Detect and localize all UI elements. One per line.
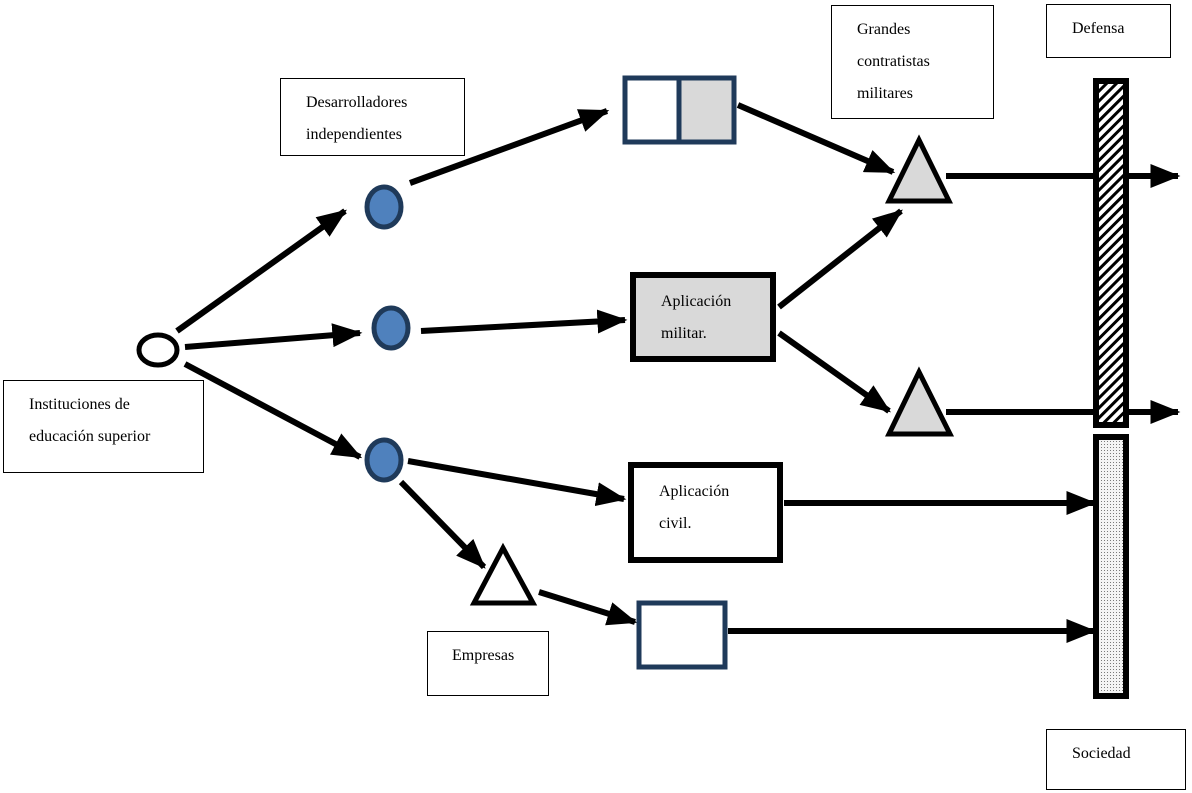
split-box-left xyxy=(622,75,682,145)
military-contractor-triangle-lower xyxy=(885,366,955,437)
society-label: Sociedad xyxy=(1046,729,1186,790)
higher-education-institutions-label: Instituciones de educación superior xyxy=(3,380,204,473)
military-application-text: Aplicación militar. xyxy=(661,293,732,342)
arrow-low-node-to-company-triangle xyxy=(398,479,487,570)
companies-label: Empresas xyxy=(427,631,549,696)
company-output-box xyxy=(636,600,728,670)
company-triangle xyxy=(469,542,538,606)
independent-developers-label: Desarrolladores independientes xyxy=(280,78,465,156)
arrow-military-app-to-upper-triangle xyxy=(777,208,903,310)
civil-application-text: Aplicación civil. xyxy=(659,483,730,532)
arrow-top-node-to-split-box xyxy=(408,108,610,186)
blue-node-bottom xyxy=(364,437,404,483)
arrow-military-app-to-lower-triangle xyxy=(777,330,891,414)
defense-label: Defensa xyxy=(1046,4,1171,58)
arrow-origin-to-top-node xyxy=(175,208,347,334)
split-box-right xyxy=(676,75,737,145)
arrow-company-triangle-to-small-box xyxy=(538,589,638,626)
arrow-split-box-to-upper-triangle xyxy=(736,102,896,175)
military-contractors-label: Grandes contratistas militares xyxy=(831,5,994,119)
blue-node-top xyxy=(364,184,404,230)
military-contractor-triangle-upper xyxy=(884,134,954,204)
arrow-origin-to-mid-node xyxy=(184,323,363,350)
defense-bar xyxy=(1093,78,1129,428)
society-bar xyxy=(1093,434,1129,699)
arrow-mid-node-to-military-app xyxy=(420,309,628,334)
arrow-low-node-to-civil-app xyxy=(407,458,627,507)
military-application-box xyxy=(630,272,776,362)
civil-application-box xyxy=(628,462,783,563)
blue-node-middle xyxy=(371,305,411,351)
arrow-origin-to-low-node xyxy=(183,361,363,460)
origin-node xyxy=(136,332,180,368)
